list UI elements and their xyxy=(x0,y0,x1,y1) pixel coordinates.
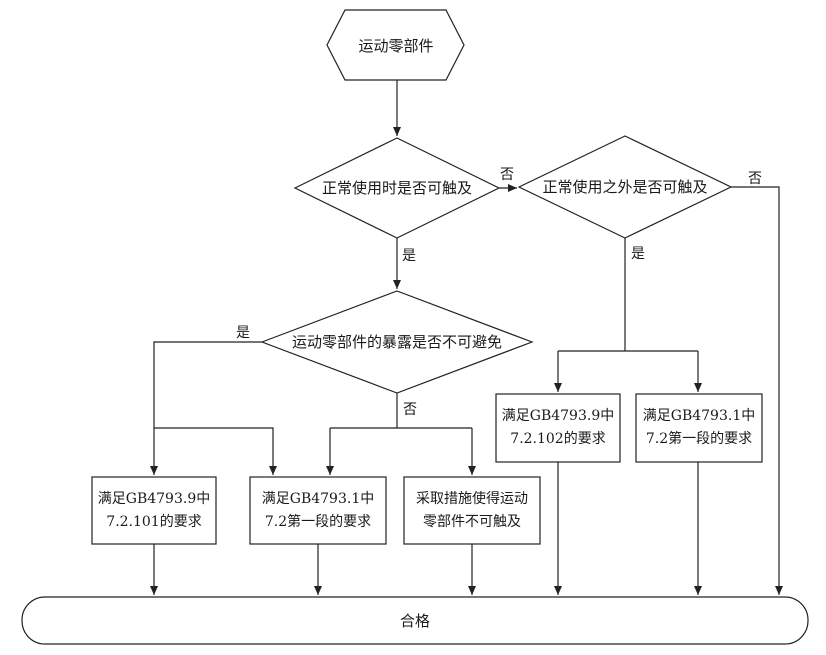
decision-outside-normal-use: 正常使用之外是否可触及 xyxy=(517,135,733,239)
box-measures-line2: 零部件不可触及 xyxy=(423,514,521,530)
box-gb47939-7-2-102: 满足GB4793.9中 7.2.102的要求 xyxy=(495,393,621,463)
box-gb47939-7-2-101-line1: 满足GB4793.9中 xyxy=(98,491,210,507)
box-gb47939-7-2-101: 满足GB4793.9中 7.2.101的要求 xyxy=(91,476,217,545)
label-no-d2: 否 xyxy=(748,171,762,187)
decision-exposure: 运动零部件的暴露是否不可避免 xyxy=(260,290,534,394)
label-no-d3: 否 xyxy=(403,402,417,418)
box-gb47931-left-line2: 7.2第一段的要求 xyxy=(265,513,371,530)
start-label: 运动零部件 xyxy=(358,37,433,55)
box-gb47931-left-line1: 满足GB4793.1中 xyxy=(262,491,374,507)
end-label: 合格 xyxy=(400,612,430,630)
box-gb47939-7-2-101-line2: 7.2.101的要求 xyxy=(106,514,201,530)
box-measures: 采取措施使得运动 零部件不可触及 xyxy=(403,476,541,545)
connector-d3-yes-to-box-left xyxy=(154,427,277,475)
box-measures-line1: 采取措施使得运动 xyxy=(416,490,528,507)
decision-normal-use: 正常使用时是否可触及 xyxy=(293,137,501,239)
start-node: 运动零部件 xyxy=(326,9,465,81)
box-gb47931-right: 满足GB4793.1中 7.2第一段的要求 xyxy=(635,393,763,463)
box-gb47931-left: 满足GB4793.1中 7.2第一段的要求 xyxy=(249,476,387,545)
label-no-d1: 否 xyxy=(500,167,514,183)
label-yes-d2: 是 xyxy=(631,246,645,262)
decision-exposure-label: 运动零部件的暴露是否不可避免 xyxy=(292,333,502,351)
label-yes-d3: 是 xyxy=(236,325,250,341)
end-node: 合格 xyxy=(21,596,809,645)
box-gb47939-7-2-102-line2: 7.2.102的要求 xyxy=(510,431,605,447)
box-gb47931-right-line1: 满足GB4793.1中 xyxy=(643,408,755,424)
connector-d2-to-end xyxy=(731,186,783,595)
box-gb47939-7-2-102-line1: 满足GB4793.9中 xyxy=(502,408,614,424)
decision-normal-use-label: 正常使用时是否可触及 xyxy=(322,179,472,197)
box-gb47931-right-line2: 7.2第一段的要求 xyxy=(646,430,752,447)
connector-d3-to-box-101 xyxy=(150,341,262,475)
decision-outside-normal-use-label: 正常使用之外是否可触及 xyxy=(542,178,707,196)
connectors xyxy=(150,80,783,595)
label-yes-d1: 是 xyxy=(402,248,416,264)
